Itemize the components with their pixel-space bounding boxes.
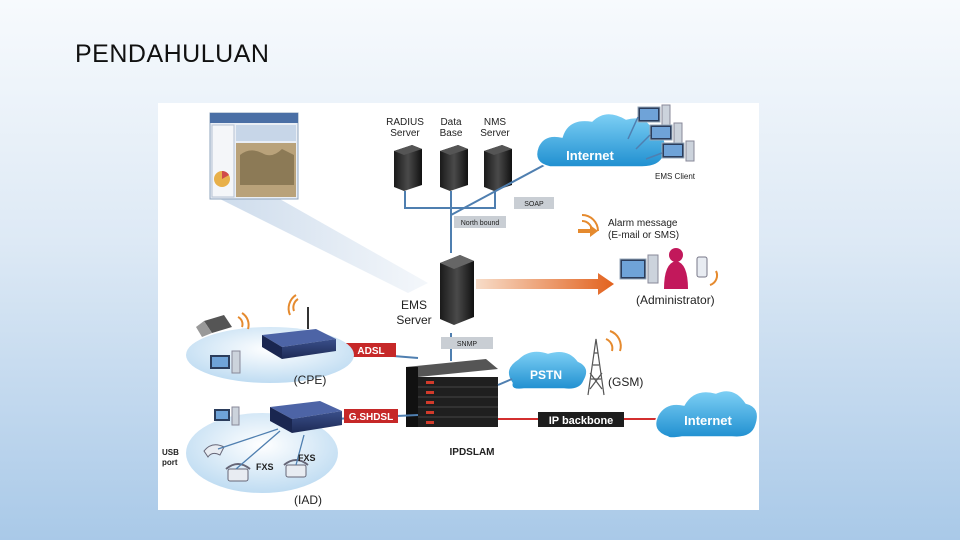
- admin-arrow: [476, 273, 614, 295]
- cpe-label: (CPE): [294, 373, 327, 387]
- alarm-message-label-1: Alarm message: [608, 218, 678, 229]
- ems-client-label: EMS Client: [655, 172, 696, 181]
- iad-label: (IAD): [294, 493, 322, 507]
- radius-server: RADIUS Server: [386, 117, 424, 191]
- snmp-tag: SNMP: [441, 337, 493, 349]
- usb-port-label-2: port: [162, 458, 178, 467]
- nms-server: NMS Server: [480, 117, 512, 191]
- fxs-right-label: FXS: [298, 453, 316, 463]
- nms-screenshot-thumbnail: [209, 112, 428, 293]
- alarm-message-label-2: (E-mail or SMS): [608, 230, 679, 241]
- slide-title: PENDAHULUAN: [75, 40, 270, 68]
- network-diagram: RADIUS Server Data Base NMS Server North…: [158, 103, 759, 510]
- database-server-label-1: Data: [440, 117, 462, 128]
- server-links: [404, 162, 549, 361]
- svg-text:SNMP: SNMP: [457, 341, 478, 348]
- alarm-message: Alarm message (E-mail or SMS): [578, 214, 679, 241]
- ems-server-label-2: Server: [396, 313, 431, 327]
- administrator-label: (Administrator): [636, 293, 715, 307]
- svg-text:SOAP: SOAP: [524, 201, 544, 208]
- svg-text:Internet: Internet: [566, 148, 614, 163]
- svg-text:G.SHDSL: G.SHDSL: [349, 412, 393, 423]
- database-server: Data Base: [440, 117, 468, 191]
- ip-backbone-link: IP backbone: [498, 412, 660, 427]
- cpe-group: (CPE): [186, 294, 354, 387]
- ems-server: EMS Server: [396, 255, 474, 327]
- svg-text:North bound: North bound: [461, 220, 500, 227]
- ems-client-computers: EMS Client: [627, 104, 696, 181]
- ems-server-label-1: EMS: [401, 298, 427, 312]
- database-server-label-2: Base: [440, 128, 463, 139]
- administrator: (Administrator): [619, 248, 719, 307]
- svg-text:Internet: Internet: [684, 413, 732, 428]
- usb-port-label-1: USB: [162, 448, 179, 457]
- radius-server-label-2: Server: [390, 128, 420, 139]
- nms-server-label-2: Server: [480, 128, 510, 139]
- northbound-tag: North bound: [454, 216, 506, 228]
- pstn-link: [497, 378, 513, 386]
- svg-text:IP backbone: IP backbone: [549, 415, 614, 427]
- gshdsl-link: G.SHDSL: [332, 409, 419, 423]
- soap-tag: SOAP: [514, 197, 554, 209]
- svg-text:ADSL: ADSL: [357, 346, 384, 357]
- gsm-label: (GSM): [608, 375, 643, 389]
- internet-cloud-bottom: Internet: [654, 389, 759, 439]
- nms-server-label-1: NMS: [484, 117, 507, 128]
- gsm-tower: [587, 330, 622, 396]
- pstn-cloud: PSTN: [507, 350, 588, 391]
- iad-group: USB port FXS FXS (IAD): [162, 401, 342, 507]
- svg-text:PSTN: PSTN: [530, 368, 562, 382]
- ipdslam-label: IPDSLAM: [450, 447, 495, 458]
- fxs-left-label: FXS: [256, 462, 274, 472]
- ipdslam: IPDSLAM: [406, 359, 498, 458]
- radius-server-label-1: RADIUS: [386, 117, 424, 128]
